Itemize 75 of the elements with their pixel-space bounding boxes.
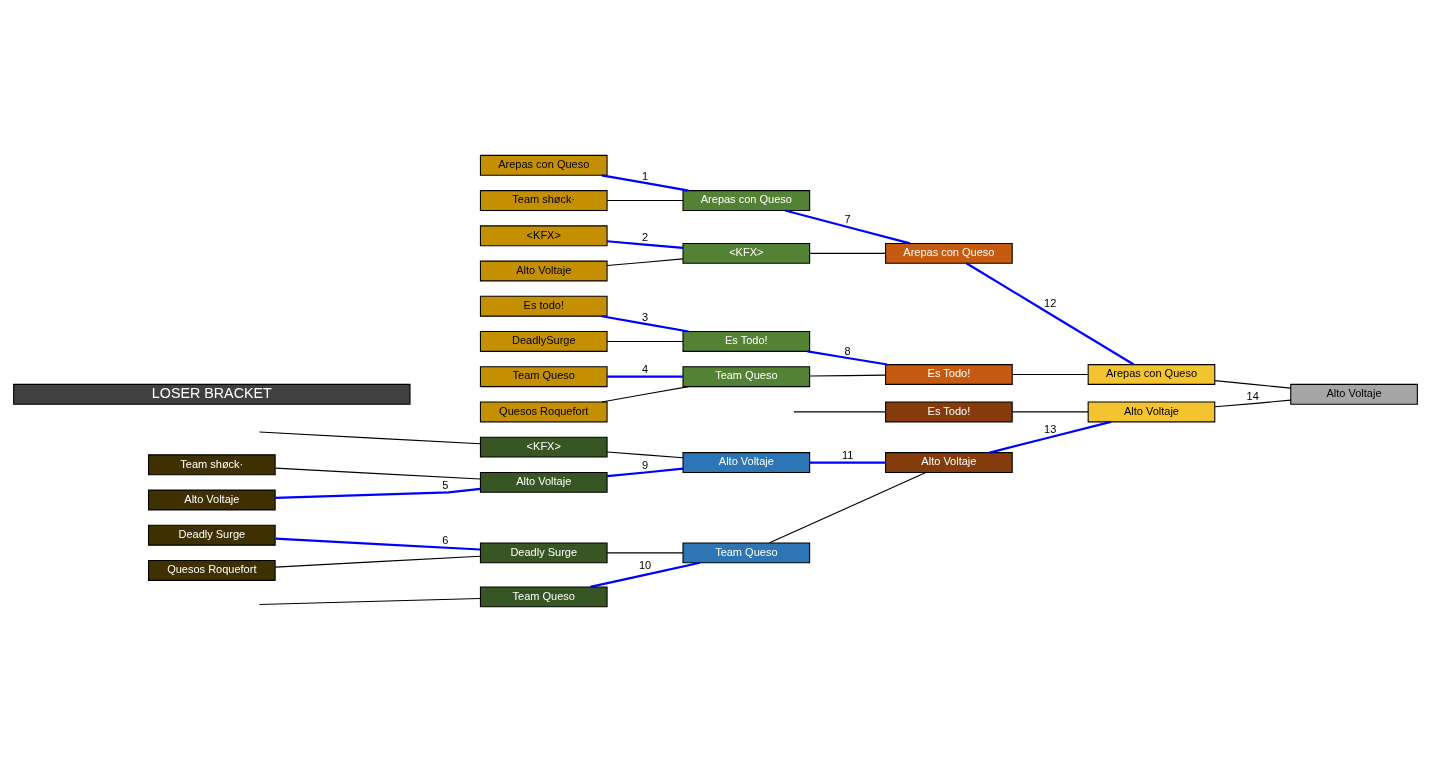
node-box: Alto Voltaje bbox=[479, 260, 608, 281]
node-box: LOSER BRACKET bbox=[13, 383, 411, 405]
node-box: Arepas con Queso bbox=[1087, 363, 1216, 385]
connector bbox=[607, 467, 684, 477]
node-box: Deadly Surge bbox=[479, 541, 608, 563]
node-box: Team Queso bbox=[479, 585, 608, 607]
edge-label: 12 bbox=[1044, 296, 1057, 309]
connector bbox=[275, 487, 481, 499]
connector bbox=[1011, 410, 1089, 412]
connector bbox=[274, 467, 481, 480]
connector bbox=[606, 450, 684, 458]
connector bbox=[606, 199, 684, 201]
edge-label: 6 bbox=[442, 533, 449, 546]
edge-label: 3 bbox=[641, 310, 649, 323]
connector bbox=[607, 375, 683, 378]
connector bbox=[258, 597, 481, 605]
edge-label: 8 bbox=[844, 344, 851, 357]
connector bbox=[590, 561, 701, 588]
edge-label: 5 bbox=[442, 478, 449, 491]
node-box: DeadlySurge bbox=[479, 330, 608, 352]
connector bbox=[793, 410, 886, 412]
connector bbox=[606, 551, 684, 553]
node-box: Es Todo! bbox=[885, 400, 1013, 422]
connector bbox=[1214, 379, 1292, 389]
connector bbox=[1011, 373, 1089, 375]
node-box: Alto Voltaje bbox=[479, 471, 608, 493]
connector bbox=[1214, 399, 1292, 407]
connector bbox=[989, 420, 1112, 454]
edge-label: 2 bbox=[641, 230, 649, 243]
edge-label: 13 bbox=[1044, 422, 1057, 435]
connector bbox=[274, 555, 481, 568]
edge-label: 7 bbox=[844, 212, 851, 225]
connector bbox=[809, 460, 886, 464]
node-box: Alto Voltaje bbox=[885, 451, 1013, 473]
edge-label: 9 bbox=[641, 458, 649, 471]
node-box: <KFX> bbox=[479, 436, 608, 458]
node-box: Arepas con Queso bbox=[885, 242, 1013, 264]
connector bbox=[784, 208, 911, 244]
node-box: Es Todo! bbox=[885, 363, 1013, 385]
edge-label: 4 bbox=[641, 362, 649, 375]
node-box: Team Queso bbox=[682, 541, 811, 563]
connector bbox=[809, 252, 887, 254]
edge-label: 10 bbox=[638, 558, 652, 571]
connector bbox=[606, 340, 684, 342]
connector bbox=[601, 173, 689, 192]
node-box: Alto Voltaje bbox=[1087, 400, 1216, 422]
connector bbox=[275, 536, 481, 551]
node-box: Deadly Surge bbox=[147, 524, 276, 546]
connector bbox=[606, 257, 684, 266]
connector bbox=[258, 430, 481, 444]
node-box: Quesos Roquefort bbox=[479, 400, 608, 422]
node-box: Alto Voltaje bbox=[1290, 383, 1418, 405]
connector bbox=[601, 385, 690, 402]
node-box: Quesos Roquefort bbox=[147, 559, 276, 581]
node-box: Alto Voltaje bbox=[682, 451, 811, 473]
edge-label: 14 bbox=[1246, 389, 1259, 402]
node-box: Es Todo! bbox=[682, 330, 811, 352]
connector bbox=[769, 471, 927, 543]
connector bbox=[965, 261, 1135, 365]
node-box: Team shøck· bbox=[479, 189, 608, 211]
node-box: Team shøck· bbox=[147, 453, 276, 475]
node-box: Arepas con Queso bbox=[479, 154, 608, 176]
node-box: Alto Voltaje bbox=[147, 489, 276, 510]
connector bbox=[809, 374, 887, 377]
node-box: <KFX> bbox=[479, 224, 608, 246]
node-box: <KFX> bbox=[682, 242, 811, 264]
node-box: Es todo! bbox=[479, 295, 608, 317]
connector bbox=[607, 239, 684, 249]
node-box: Team Queso bbox=[682, 365, 811, 387]
edge-label: 1 bbox=[641, 169, 649, 182]
connector bbox=[601, 314, 689, 333]
connector bbox=[807, 349, 888, 366]
node-box: Team Queso bbox=[479, 365, 608, 387]
edge-label: 11 bbox=[841, 448, 854, 461]
node-box: Arepas con Queso bbox=[682, 189, 811, 211]
